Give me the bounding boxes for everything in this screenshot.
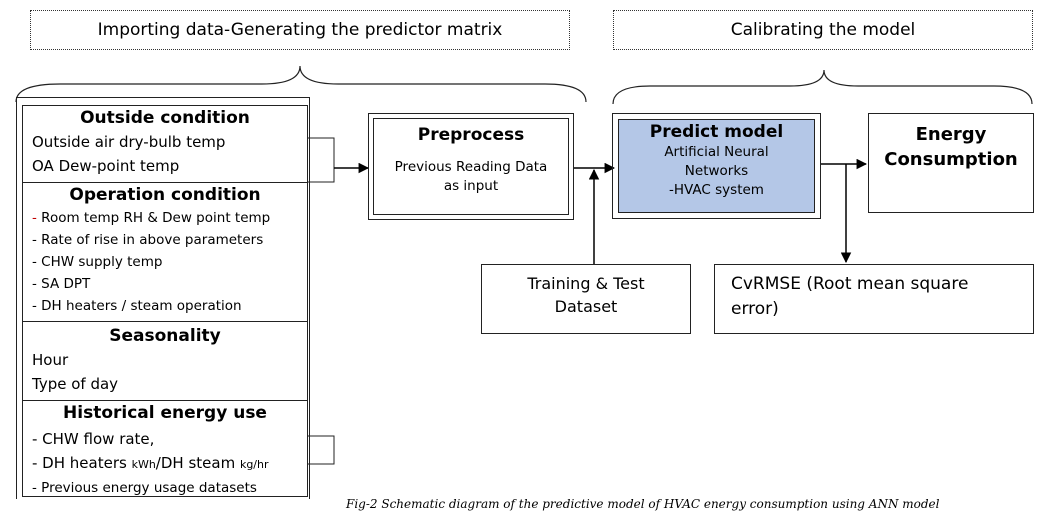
historical-item: - DH heaters kWh/DH steam kg/hr [32, 454, 269, 472]
outside-title: Outside condition [80, 108, 250, 128]
energy-box: Energy Consumption [868, 113, 1034, 213]
predict-line: Networks [684, 163, 749, 179]
operation-item: - Rate of rise in above parameters [32, 232, 264, 248]
historical-item: - CHW flow rate, [32, 430, 155, 448]
historical-item: - Previous energy usage datasets [32, 480, 257, 496]
predictor-box-outer [16, 97, 310, 499]
outside-section: Outside condition Outside air dry-bulb t… [23, 106, 307, 182]
cvrmse-line: CvRMSE (Root mean square [731, 274, 969, 294]
operation-item: - Room temp RH & Dew point temp [32, 210, 271, 226]
left-brace [15, 65, 587, 103]
training-line: Training & Test [527, 274, 645, 293]
energy-line: Energy [915, 124, 987, 145]
preprocess-box: Preprocess Previous Reading Data as inpu… [373, 118, 569, 215]
historical-title: Historical energy use [63, 403, 267, 423]
predict-line: Artificial Neural [664, 144, 769, 160]
predict-title: Predict model [649, 122, 784, 142]
preprocess-line: as input [443, 178, 499, 194]
cvrmse-line: error) [731, 299, 779, 319]
predict-box: Predict model Artificial Neural Networks… [618, 119, 815, 213]
right-brace [612, 69, 1033, 105]
header-importing-label: Importing data-Generating the predictor … [97, 20, 503, 40]
predictor-matrix: Outside condition Outside air dry-bulb t… [22, 105, 308, 497]
operation-section: Operation condition - Room temp RH & Dew… [23, 182, 307, 321]
operation-item: - CHW supply temp [32, 254, 163, 270]
seasonality-section: Seasonality Hour Type of day [23, 321, 307, 400]
outside-item: OA Dew-point temp [32, 157, 180, 175]
operation-item: - DH heaters / steam operation [32, 298, 242, 314]
figure-caption: Fig-2 Schematic diagram of the predictiv… [346, 497, 940, 511]
preprocess-outer [368, 113, 574, 220]
seasonality-item: Type of day [32, 375, 119, 393]
seasonality-title: Seasonality [109, 326, 221, 346]
preprocess-line: Previous Reading Data [394, 159, 548, 175]
predict-line: -HVAC system [669, 182, 764, 198]
outside-bracket [308, 137, 335, 183]
energy-line: Consumption [884, 149, 1018, 170]
outside-item: Outside air dry-bulb temp [32, 133, 226, 151]
training-box: Training & Test Dataset [481, 264, 691, 334]
header-calibrating: Calibrating the model [613, 10, 1033, 50]
preprocess-title: Preprocess [417, 125, 525, 145]
header-calibrating-label: Calibrating the model [730, 20, 916, 40]
historical-section: Historical energy use - CHW flow rate, -… [23, 400, 307, 499]
header-importing: Importing data-Generating the predictor … [30, 10, 570, 50]
operation-item: - SA DPT [32, 276, 91, 292]
seasonality-item: Hour [32, 351, 69, 369]
training-line: Dataset [554, 297, 618, 316]
cvrmse-box: CvRMSE (Root mean square error) [714, 264, 1034, 334]
operation-title: Operation condition [69, 185, 261, 205]
predict-outer [612, 113, 821, 219]
historical-bracket [308, 435, 335, 465]
